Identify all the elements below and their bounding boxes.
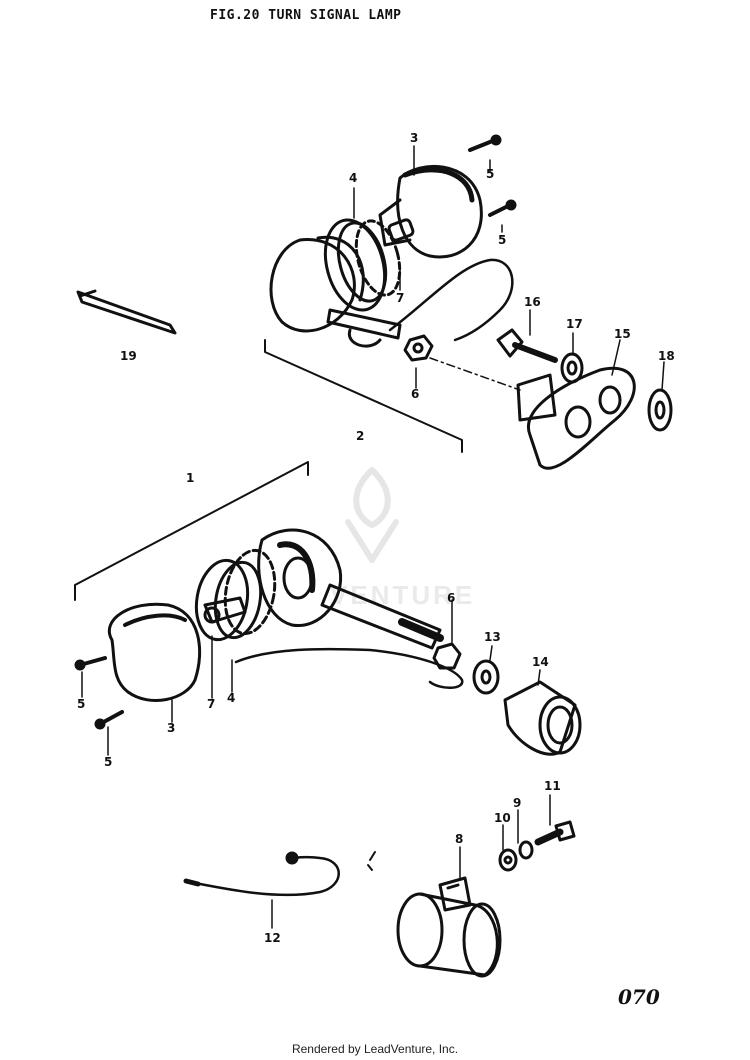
leader-lines (81, 145, 665, 929)
lower-gasket (194, 548, 277, 642)
callout-1: 1 (186, 471, 195, 485)
upper-lens (269, 235, 365, 333)
upper-housing (378, 165, 483, 259)
callout-4: 4 (349, 171, 358, 185)
figure-title: FIG.20 TURN SIGNAL LAMP (210, 8, 402, 23)
callout-15: 15 (614, 327, 631, 341)
upper-stem (326, 308, 402, 348)
callout-18: 18 (658, 349, 675, 363)
lower-group-bracket (74, 461, 309, 601)
callout-12: 12 (264, 931, 281, 945)
callout-5: 5 (486, 167, 495, 181)
relay-unit-8 (396, 876, 502, 978)
lower-stem (320, 583, 444, 650)
relay-washer-9 (518, 840, 534, 860)
callout-5: 5 (498, 233, 507, 247)
lower-boot-14 (503, 680, 582, 756)
callout-13: 13 (484, 630, 501, 644)
callout-14: 14 (532, 655, 549, 669)
lower-bulb (203, 596, 247, 624)
relay-bolt (534, 820, 576, 846)
relay-washer-10 (498, 848, 518, 872)
page-number: 070 (618, 985, 660, 1009)
callout-17: 17 (566, 317, 583, 331)
upper-nut (403, 334, 434, 362)
callout-6: 6 (447, 591, 456, 605)
upper-screws (468, 134, 517, 217)
lower-wire (234, 647, 464, 689)
upper-bracket (516, 366, 636, 470)
upper-gasket (323, 218, 402, 312)
upper-washer-18 (647, 388, 673, 432)
lower-screws (74, 656, 124, 730)
upper-group-bracket (264, 339, 463, 453)
lower-washer-13 (472, 659, 500, 695)
callout-5: 5 (77, 697, 86, 711)
upper-bulb (387, 218, 415, 242)
lower-lamp-assembly (74, 461, 582, 756)
strap-part-19 (76, 289, 177, 335)
callout-4: 4 (227, 691, 236, 705)
callout-7: 7 (396, 291, 405, 305)
callout-8: 8 (455, 832, 464, 846)
wire-12 (183, 851, 340, 897)
upper-bolt (496, 328, 558, 363)
callout-5: 5 (104, 755, 113, 769)
callout-9: 9 (513, 796, 522, 810)
callout-2: 2 (356, 429, 365, 443)
callout-19: 19 (120, 349, 137, 363)
callout-3: 3 (167, 721, 176, 735)
callout-3: 3 (410, 131, 419, 145)
callout-10: 10 (494, 811, 511, 825)
callout-7: 7 (207, 697, 216, 711)
watermark-logo (345, 467, 399, 563)
footer-credit: Rendered by LeadVenture, Inc. (291, 1042, 459, 1056)
lower-lens (108, 602, 202, 702)
callout-11: 11 (544, 779, 561, 793)
callout-6: 6 (411, 387, 420, 401)
lower-housing (257, 528, 343, 627)
upper-wire (388, 258, 514, 342)
relay-section (183, 820, 576, 978)
upper-lamp-assembly (264, 134, 673, 470)
callout-16: 16 (524, 295, 541, 309)
lower-nut (432, 642, 462, 670)
